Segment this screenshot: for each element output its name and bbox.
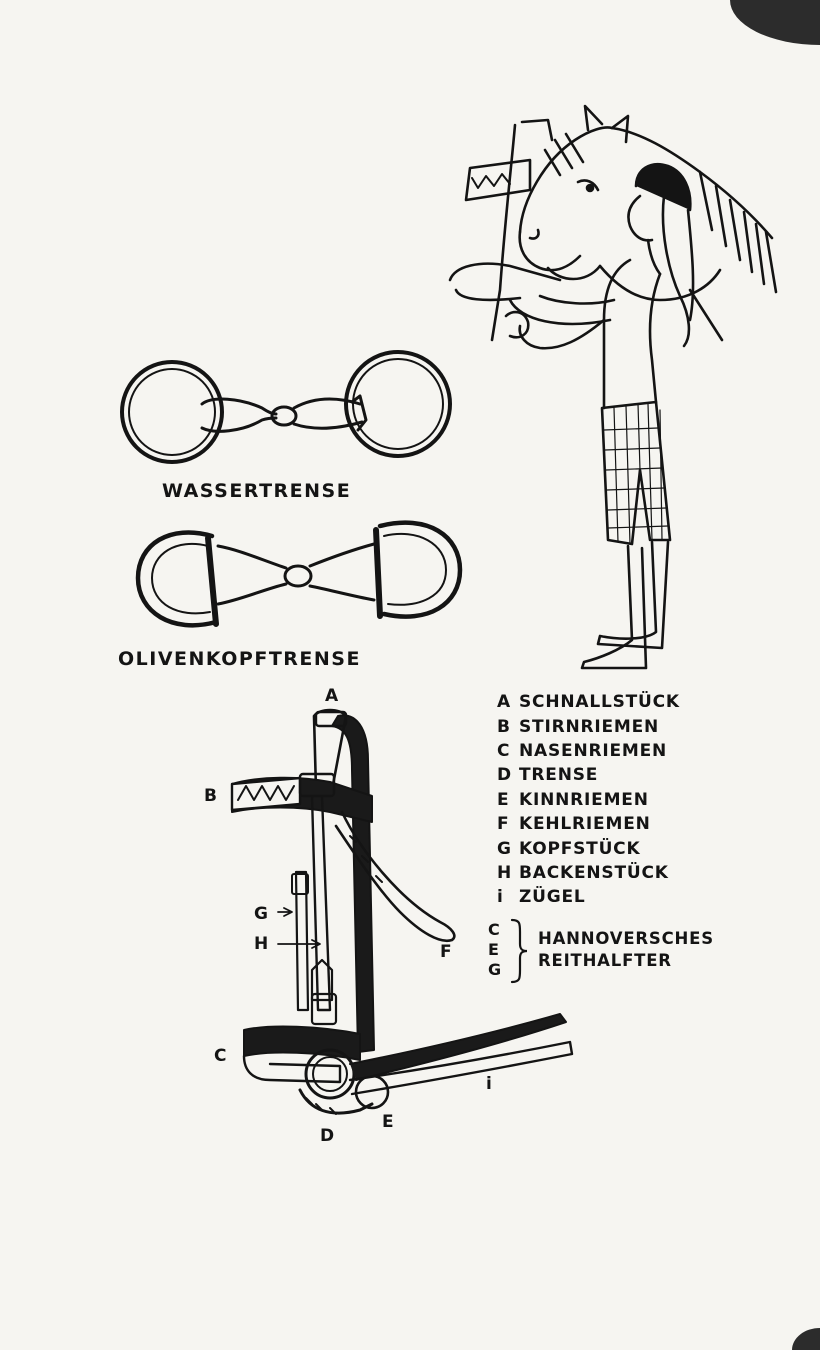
bridle-label-d: D (320, 1128, 334, 1145)
group-text: HANNOVERSCHES REITHALFTER (538, 928, 714, 972)
hannoversches-reithalfter-group: C E G HANNOVERSCHES REITHALFTER (488, 920, 748, 990)
legend-key: G (497, 839, 519, 859)
legend-key: A (497, 692, 519, 712)
wassertrense-bit-drawing (122, 352, 450, 462)
olivenkopftrense-caption: OLIVENKOPFTRENSE (118, 648, 361, 670)
legend-label: BACKENSTÜCK (519, 863, 669, 883)
legend-label: STIRNRIEMEN (519, 717, 659, 737)
group-line-1: HANNOVERSCHES (538, 928, 714, 950)
legend-key: D (497, 765, 519, 785)
bridle-label-g: G (254, 906, 268, 923)
legend-label: ZÜGEL (519, 887, 586, 907)
bridle-label-b: B (204, 788, 217, 805)
bridle-label-f: F (440, 944, 452, 961)
bridle-label-c: C (214, 1048, 226, 1065)
group-key: G (488, 960, 510, 980)
girl-and-horse-illustration (450, 106, 776, 668)
legend-label: NASENRIEMEN (519, 741, 667, 761)
legend-key: H (497, 863, 519, 883)
legend-key: E (497, 790, 519, 810)
bridle-label-h: H (254, 936, 268, 953)
legend-label: SCHNALLSTÜCK (519, 692, 680, 712)
bridle-label-a: A (325, 688, 338, 705)
legend-key: B (497, 717, 519, 737)
group-keys: C E G (488, 920, 510, 980)
bridle-label-e: E (382, 1114, 394, 1131)
wassertrense-caption: WASSERTRENSE (162, 480, 351, 502)
olivenkopftrense-bit-drawing (138, 523, 460, 626)
legend-key: i (497, 887, 519, 907)
legend-label: TRENSE (519, 765, 598, 785)
group-key: C (488, 920, 510, 940)
group-key: E (488, 940, 510, 960)
group-line-2: REITHALFTER (538, 950, 714, 972)
legend-label: KOPFSTÜCK (519, 839, 640, 859)
legend-label: KINNRIEMEN (519, 790, 649, 810)
bridle-label-i: i (486, 1076, 492, 1093)
legend-key: C (497, 741, 519, 761)
legend-key: F (497, 814, 519, 834)
legend-label: KEHLRIEMEN (519, 814, 651, 834)
curly-brace-icon (508, 918, 530, 984)
